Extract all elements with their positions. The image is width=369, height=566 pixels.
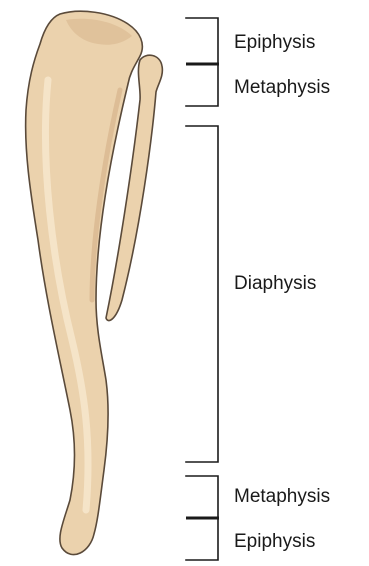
bracket-top-metaphysis — [186, 64, 218, 106]
bracket-bottom-epiphysis — [186, 518, 218, 560]
bracket-top-epiphysis — [186, 18, 218, 64]
label-top-epiphysis: Epiphysis — [234, 32, 315, 53]
brackets — [186, 18, 219, 560]
label-top-metaphysis: Metaphysis — [234, 77, 330, 98]
bracket-diaphysis — [186, 126, 218, 462]
label-bottom-metaphysis: Metaphysis — [234, 486, 330, 507]
labels: Epiphysis Metaphysis Diaphysis Metaphysi… — [234, 32, 330, 552]
label-bottom-epiphysis: Epiphysis — [234, 531, 315, 552]
bracket-bottom-metaphysis — [186, 476, 218, 518]
label-diaphysis: Diaphysis — [234, 273, 316, 294]
bone-illustration — [26, 11, 163, 554]
